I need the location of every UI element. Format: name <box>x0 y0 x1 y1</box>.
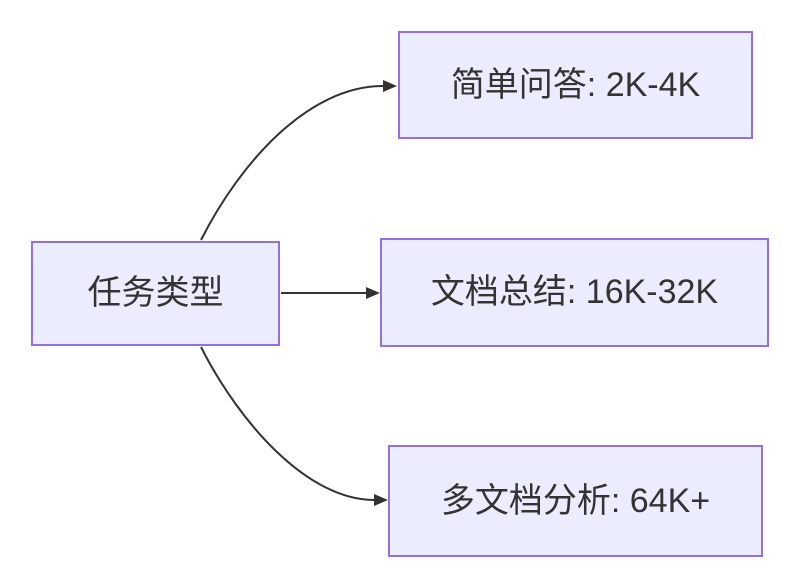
node-doc-summary: 文档总结: 16K-32K <box>380 238 769 347</box>
node-multi-doc-analysis-label: 多文档分析: 64K+ <box>440 481 711 520</box>
node-simple-qa: 简单问答: 2K-4K <box>398 31 753 139</box>
node-task-type: 任务类型 <box>31 241 280 346</box>
node-simple-qa-label: 简单问答: 2K-4K <box>450 65 701 104</box>
node-doc-summary-label: 文档总结: 16K-32K <box>430 273 719 312</box>
node-task-type-label: 任务类型 <box>87 274 224 313</box>
edge-root-to-branch-2 <box>200 346 388 506</box>
edge-root-to-branch-0 <box>200 80 397 241</box>
node-multi-doc-analysis: 多文档分析: 64K+ <box>388 445 763 557</box>
